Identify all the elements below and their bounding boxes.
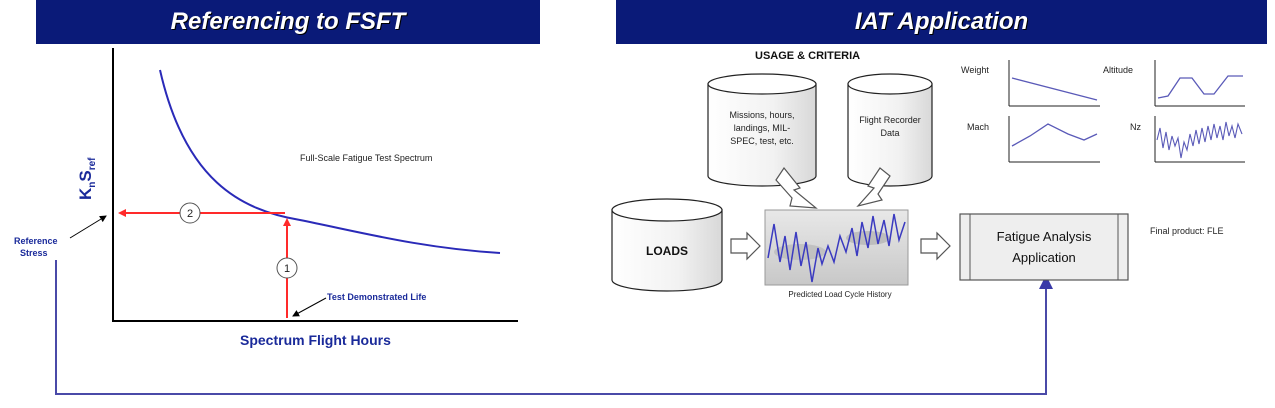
arrow-loads-to-predicted — [731, 233, 760, 259]
fatigue-line1: Fatigue Analysis — [997, 229, 1092, 244]
fsft-chart: 1 2 Full-Scale Fatigue Test Spectrum Spe… — [14, 48, 518, 348]
reference-stress-line2: Stress — [20, 248, 48, 258]
db-flight-recorder: Flight Recorder Data — [848, 74, 932, 186]
db-recorder-line1: Flight Recorder — [859, 115, 921, 125]
reference-stress-line1: Reference — [14, 236, 58, 246]
svg-text:KnSref: KnSref — [76, 157, 98, 200]
db-recorder-line2: Data — [880, 128, 899, 138]
mini-chart-nz: Nz — [1130, 116, 1245, 162]
db-missions-line2: landings, MIL- — [734, 123, 791, 133]
mini-chart-altitude-label: Altitude — [1103, 65, 1133, 75]
usage-criteria-title: USAGE & CRITERIA — [755, 50, 860, 62]
db-missions-line1: Missions, hours, — [729, 110, 794, 120]
db-missions: Missions, hours, landings, MIL- SPEC, te… — [708, 74, 816, 186]
mini-chart-mach: Mach — [967, 116, 1100, 162]
x-axis-label: Spectrum Flight Hours — [240, 332, 391, 348]
mini-chart-weight-label: Weight — [961, 65, 989, 75]
test-life-pointer — [293, 298, 326, 316]
step-2-label: 2 — [187, 208, 193, 220]
arrow-predicted-to-fatigue — [921, 233, 950, 259]
final-product-label: Final product: FLE — [1150, 226, 1224, 236]
mini-chart-nz-label: Nz — [1130, 122, 1141, 132]
db-loads: LOADS — [612, 199, 722, 291]
mini-chart-weight: Weight — [961, 60, 1100, 106]
curve-label: Full-Scale Fatigue Test Spectrum — [300, 153, 432, 163]
mini-chart-altitude: Altitude — [1103, 60, 1245, 106]
mini-chart-mach-label: Mach — [967, 122, 989, 132]
fatigue-line2: Application — [1012, 250, 1076, 265]
db-loads-label: LOADS — [646, 244, 688, 258]
step-1-label: 1 — [284, 263, 290, 275]
predicted-label: Predicted Load Cycle History — [788, 290, 891, 299]
y-axis-label: KnSref — [76, 157, 98, 200]
reference-stress-pointer — [70, 216, 106, 238]
test-life-label: Test Demonstrated Life — [327, 292, 426, 302]
predicted-load-history — [765, 210, 908, 285]
fatigue-analysis-box: Fatigue Analysis Application — [960, 214, 1128, 280]
db-missions-line3: SPEC, test, etc. — [730, 136, 794, 146]
